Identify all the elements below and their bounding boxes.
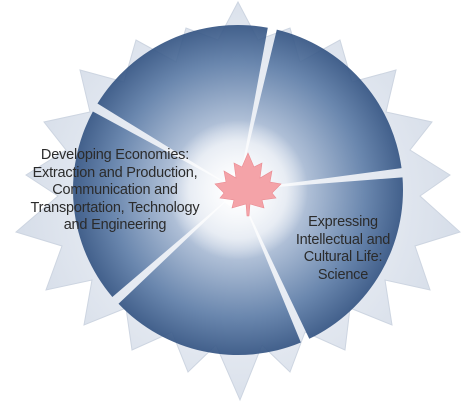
label-line: Science [317,266,369,283]
category-label-expressing-intellectual-life: Expressing Intellectual and Cultural Lif… [268,214,418,284]
label-line: Extraction and Production, [32,164,198,181]
label-line: Transportation, Technology [30,199,200,216]
label-line: Expressing [308,214,378,230]
label-line: Cultural Life: [303,249,383,265]
category-label-developing-economies: Developing Economies: Extraction and Pro… [0,147,230,235]
maple-leaf-icon [214,152,282,217]
label-line: and Engineering [63,217,167,233]
label-line: Developing Economies: [40,147,190,163]
label-line: Intellectual and [295,231,391,248]
label-line: Communication and [52,182,178,198]
circle-segment [72,111,225,297]
